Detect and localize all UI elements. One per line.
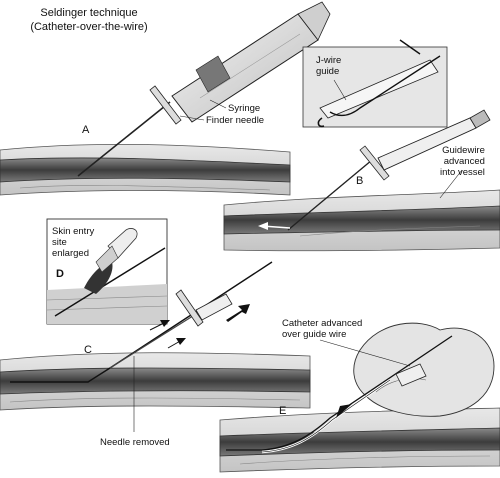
- panel-a-illustration: [0, 1, 331, 196]
- catheter-advanced-label: Catheter advanced over guide wire: [282, 318, 363, 340]
- panel-label-c: C: [84, 344, 92, 356]
- j-wire-inset-illustration: [302, 39, 448, 128]
- syringe-label: Syringe: [228, 103, 261, 114]
- skin-entry-label: Skin entry site enlarged: [52, 226, 95, 259]
- title-line-2: (Catheter-over-the-wire): [30, 21, 148, 33]
- j-wire-guide-label: J-wire guide: [316, 55, 342, 77]
- title-line-1: Seldinger technique: [40, 7, 138, 19]
- panel-c-illustration: [0, 261, 311, 432]
- panel-d-inset-illustration: [46, 218, 168, 325]
- diagram-title: Seldinger technique (Catheter-over-the-w…: [14, 6, 164, 34]
- needle-removed-label: Needle removed: [100, 437, 170, 448]
- panel-label-a: A: [82, 124, 90, 136]
- panel-e-illustration: [219, 322, 500, 473]
- panel-b-illustration: [223, 109, 500, 252]
- finder-needle-label: Finder needle: [206, 115, 265, 126]
- panel-label-e: E: [279, 405, 287, 417]
- panel-label-d: D: [56, 268, 64, 280]
- guidewire-advanced-label: Guidewire advanced into vessel: [440, 145, 485, 178]
- panel-label-b: B: [356, 175, 364, 187]
